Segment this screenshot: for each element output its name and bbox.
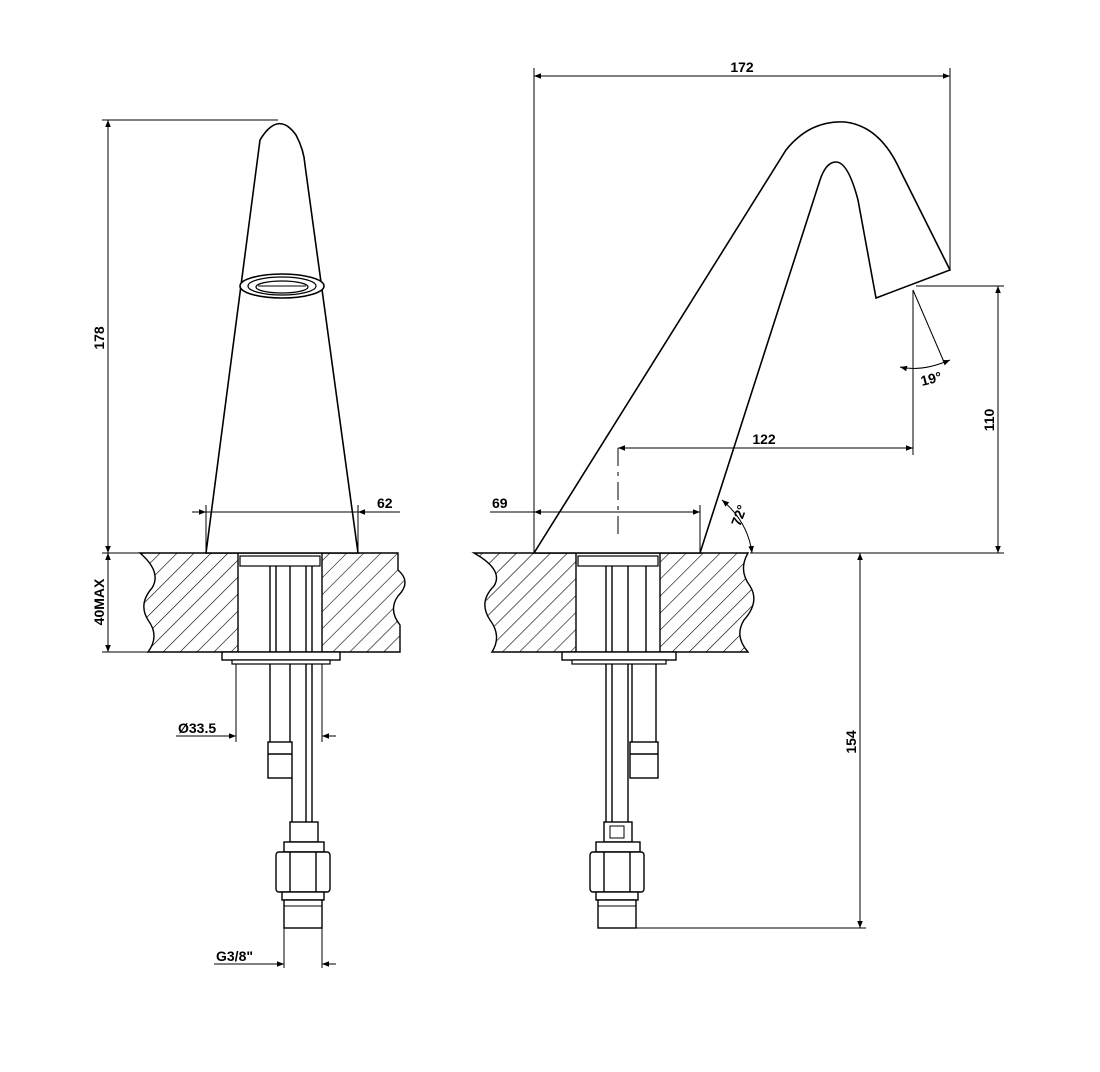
shank-right (577, 555, 659, 652)
dimension-shank-diameter: Ø33.5 (176, 664, 336, 742)
side-view: 172 122 69 110 154 (471, 59, 1004, 929)
dimension-mount-thickness: 40MAX (91, 553, 148, 653)
faucet-body-front (205, 122, 359, 554)
label-62: 62 (377, 495, 393, 511)
dimension-spout-width: 172 (533, 59, 951, 553)
dimension-outlet-height: 110 (750, 285, 1004, 554)
label-diameter: Ø33.5 (178, 720, 216, 736)
lock-nut-left (221, 651, 341, 665)
label-40max: 40MAX (91, 578, 107, 625)
connector-fitting-left (275, 821, 331, 929)
supply-hoses-left (267, 664, 313, 822)
mounting-hole-left (237, 552, 323, 653)
dimension-height-total: 178 (91, 119, 278, 554)
aerator-front (239, 273, 325, 299)
dimension-base-width: 62 (192, 495, 400, 553)
label-172: 172 (730, 59, 754, 75)
supply-hoses-right (605, 664, 659, 822)
angle-outlet: 19° (899, 289, 951, 389)
front-view: 178 40MAX 62 Ø33.5 (91, 119, 406, 968)
label-122: 122 (752, 431, 776, 447)
lock-nut-right (561, 651, 677, 665)
mounting-hole-right (575, 552, 661, 653)
angle-body: 72° (721, 499, 754, 554)
label-72deg: 72° (728, 503, 750, 528)
label-154: 154 (843, 730, 859, 754)
label-178: 178 (91, 326, 107, 350)
shank-left (239, 555, 321, 652)
label-19deg: 19° (919, 368, 943, 389)
label-69: 69 (492, 495, 508, 511)
label-110: 110 (981, 408, 997, 431)
dimension-thread: G3/8" (214, 928, 336, 968)
label-thread: G3/8" (216, 948, 253, 964)
dimension-base-offset: 69 (490, 495, 701, 553)
faucet-body-side (532, 121, 952, 554)
dimension-below-height: 154 (636, 553, 866, 929)
connector-fitting-right (589, 821, 645, 929)
